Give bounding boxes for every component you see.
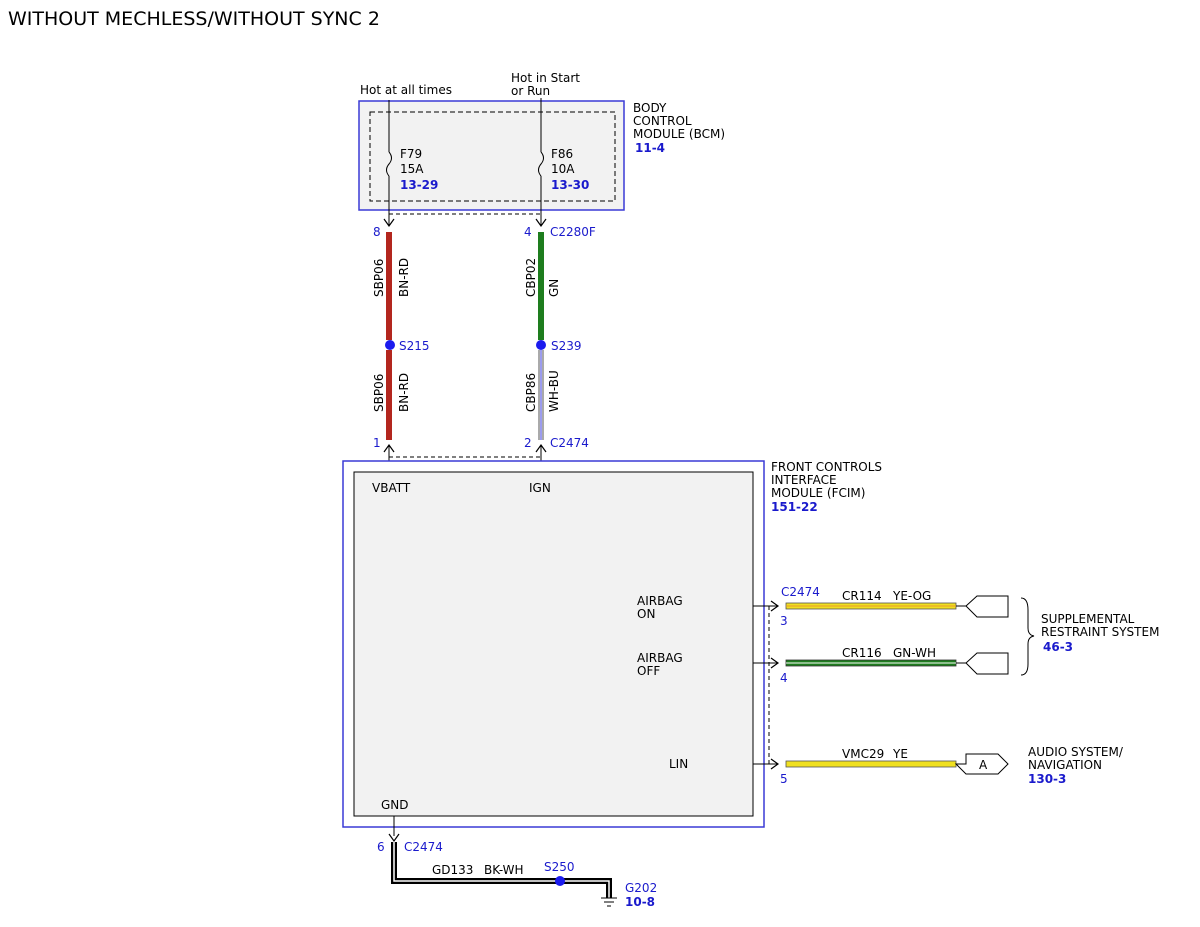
fcim-name-line3: MODULE (FCIM) [771, 486, 865, 500]
bcm-pin-8: 8 [373, 225, 381, 239]
wire-sbp06-lower-circuit: SBP06 [372, 374, 386, 412]
wire-cbp86-circuit: CBP86 [524, 373, 538, 412]
fcim-airbag-off-label-2: OFF [637, 664, 660, 678]
splice-s250-label: S250 [544, 860, 575, 874]
splice-s239 [536, 340, 546, 350]
wire-cbp02-color: GN [547, 279, 561, 297]
audio-name-line1: AUDIO SYSTEM/ [1028, 745, 1124, 759]
wire-sbp06-upper-color: BN-RD [397, 258, 411, 297]
fuse-f79-id: F79 [400, 147, 422, 161]
fcim-pin-5: 5 [780, 772, 788, 786]
audio-ref-link[interactable]: 130-3 [1028, 772, 1066, 786]
splice-s215-label: S215 [399, 339, 430, 353]
fcim-lin-label: LIN [669, 757, 688, 771]
bcm-name-line2: CONTROL [633, 114, 692, 128]
fuse-f79-rating: 15A [400, 162, 424, 176]
wire-sbp06-lower-color: BN-RD [397, 373, 411, 412]
fcim-ref-link[interactable]: 151-22 [771, 500, 818, 514]
bcm-name-line1: BODY [633, 101, 667, 115]
wire-cbp86-color: WH-BU [547, 370, 561, 412]
bcm-ref-link[interactable]: 11-4 [635, 141, 665, 155]
pin5-connector-icon [770, 758, 780, 770]
wire-sbp06-upper-circuit: SBP06 [372, 259, 386, 297]
fcim-name-line1: FRONT CONTROLS [771, 460, 882, 474]
pin8-connector-icon [383, 218, 395, 228]
wire-cr116-circuit: CR116 [842, 646, 882, 660]
fcim-airbag-on-label-1: AIRBAG [637, 594, 683, 608]
fcim-pin-3: 3 [780, 614, 788, 628]
fcim-pin-2: 2 [524, 436, 532, 450]
pin4-connector-icon [535, 218, 547, 228]
srs-connector-1-icon [956, 595, 1009, 618]
fcim-ign-label: IGN [529, 481, 551, 495]
connector-a-label: A [979, 758, 988, 772]
wire-cr114-color: YE-OG [892, 589, 931, 603]
wire-vmc29 [785, 760, 957, 768]
fcim-name-line2: INTERFACE [771, 473, 837, 487]
splice-s239-label: S239 [551, 339, 582, 353]
fuse-f86-ref-link[interactable]: 13-30 [551, 178, 589, 192]
fcim-connector-bottom: C2474 [404, 840, 443, 854]
srs-connector-2-icon [956, 652, 1009, 675]
fcim-airbag-on-label-2: ON [637, 607, 655, 621]
fcim-vbatt-label: VBATT [372, 481, 411, 495]
fcim-connector-right: C2474 [781, 585, 820, 599]
srs-brace-icon [1020, 597, 1035, 676]
srs-ref-link[interactable]: 46-3 [1043, 640, 1073, 654]
bcm-module-box [358, 100, 625, 211]
splice-s250 [555, 876, 565, 886]
pin3-connector-icon [770, 600, 780, 612]
wire-vmc29-color: YE [892, 747, 908, 761]
page-title: WITHOUT MECHLESS/WITHOUT SYNC 2 [8, 8, 380, 30]
fuse-f86-rating: 10A [551, 162, 575, 176]
fcim-pin-1: 1 [373, 436, 381, 450]
fcim-airbag-off-label-1: AIRBAG [637, 651, 683, 665]
bcm-fuse-box-outline [369, 111, 616, 202]
fuse-f79-ref-link[interactable]: 13-29 [400, 178, 438, 192]
wire-vmc29-circuit: VMC29 [842, 747, 884, 761]
srs-name-line1: SUPPLEMENTAL [1041, 612, 1135, 626]
label-hot-in-start: Hot in Start [511, 71, 580, 85]
fuse-f86-id: F86 [551, 147, 573, 161]
bcm-connector-c2280f: C2280F [550, 225, 596, 239]
fuse-f86-icon [538, 151, 544, 177]
bcm-pin-4: 4 [524, 225, 532, 239]
wire-cr114-circuit: CR114 [842, 589, 882, 603]
wire-gd133-color: BK-WH [484, 863, 524, 877]
wire-cbp02-circuit: CBP02 [524, 258, 538, 297]
pin6-connector-icon [388, 833, 400, 843]
fcim-gnd-label: GND [381, 798, 409, 812]
audio-connector-icon [954, 753, 1009, 775]
fcim-module-inner-box [353, 471, 754, 817]
audio-name-line2: NAVIGATION [1028, 758, 1102, 772]
wire-gd133-circuit: GD133 [432, 863, 473, 877]
srs-name-line2: RESTRAINT SYSTEM [1041, 625, 1159, 639]
fcim-pin-4: 4 [780, 671, 788, 685]
ground-ref-link[interactable]: 10-8 [625, 895, 655, 909]
pin4-connector-icon [770, 657, 780, 669]
splice-s215 [385, 340, 395, 350]
label-or-run: or Run [511, 84, 550, 98]
fuse-f79-icon [386, 151, 392, 177]
bcm-name-line3: MODULE (BCM) [633, 127, 725, 141]
wire-cr116-color: GN-WH [893, 646, 936, 660]
label-hot-at-all-times: Hot at all times [360, 83, 452, 97]
ground-g202-label: G202 [625, 881, 657, 895]
fcim-connector-top: C2474 [550, 436, 589, 450]
wire-gd133-stripe [393, 842, 610, 898]
fcim-pin-6: 6 [377, 840, 385, 854]
ground-icon [601, 897, 617, 907]
